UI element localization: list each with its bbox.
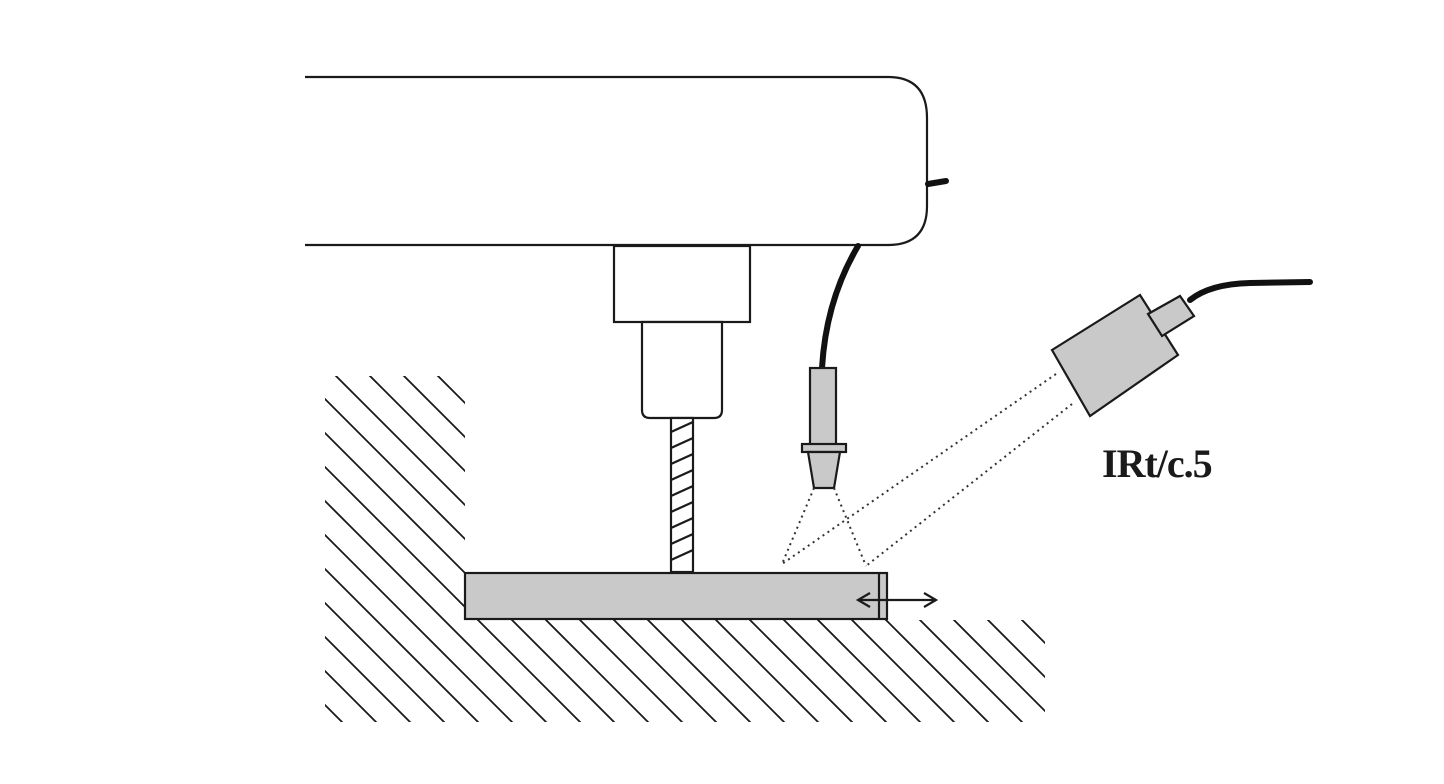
hatch-line: [325, 376, 663, 722]
hatch-line: [1330, 350, 1444, 770]
hatch-line: [1194, 350, 1444, 770]
hatch-line: [0, 350, 254, 770]
hatch-line: [325, 376, 561, 722]
hatch-line: [325, 376, 425, 722]
hatch-line: [325, 376, 459, 722]
hatch-line: [955, 376, 1045, 722]
double-arrow-icon: [855, 592, 939, 608]
hatch-line: [717, 376, 1045, 722]
hatch-line: [785, 376, 1045, 722]
hatch-line: [325, 376, 527, 722]
hatch-line: [1228, 350, 1444, 770]
hatch-line: [325, 376, 629, 722]
hatch-line: [1092, 350, 1444, 770]
hatch-line: [989, 376, 1045, 722]
sensor-cable: [1187, 279, 1313, 303]
hatch-line: [1432, 350, 1444, 770]
hatch-line: [411, 376, 833, 722]
hatch-line: [1058, 350, 1444, 770]
machine-head-housing: [305, 75, 929, 247]
infrared-probe-near: [800, 366, 848, 490]
hatch-line: [377, 376, 799, 722]
tool-holder: [640, 320, 724, 420]
hatch-line: [1364, 350, 1444, 770]
hatch-line: [325, 376, 493, 722]
hatch-line: [0, 350, 220, 770]
hatch-line: [325, 376, 697, 722]
hatch-line: [325, 376, 391, 722]
drill-bit: [669, 416, 695, 574]
hatch-line: [921, 376, 1045, 722]
hatch-line: [1023, 376, 1045, 722]
hatch-line: [853, 376, 1045, 722]
hatch-line: [683, 376, 1045, 722]
sensor-view-cone: [781, 373, 1073, 567]
hatch-line: [325, 376, 357, 722]
hatch-line: [0, 350, 288, 770]
hatch-line: [887, 376, 1045, 722]
head-cable: [925, 178, 949, 187]
hatch-line: [325, 376, 595, 722]
hatch-line: [1160, 350, 1444, 770]
hatch-line: [0, 350, 322, 770]
hatch-line: [513, 376, 935, 722]
infrared-sensor-remote: [1050, 293, 1196, 418]
spindle-collar: [612, 244, 752, 324]
hatch-line: [1398, 350, 1444, 770]
hatch-line: [1296, 350, 1444, 770]
hatch-line: [1126, 350, 1444, 770]
hatch-line: [1262, 350, 1444, 770]
probe-cable: [819, 243, 861, 371]
hatch-line: [819, 376, 1045, 722]
probe-view-cone: [781, 487, 867, 567]
sensor-label: IRt/c.5: [1102, 441, 1213, 486]
hatch-line: [547, 376, 969, 722]
workpiece: [463, 571, 889, 621]
